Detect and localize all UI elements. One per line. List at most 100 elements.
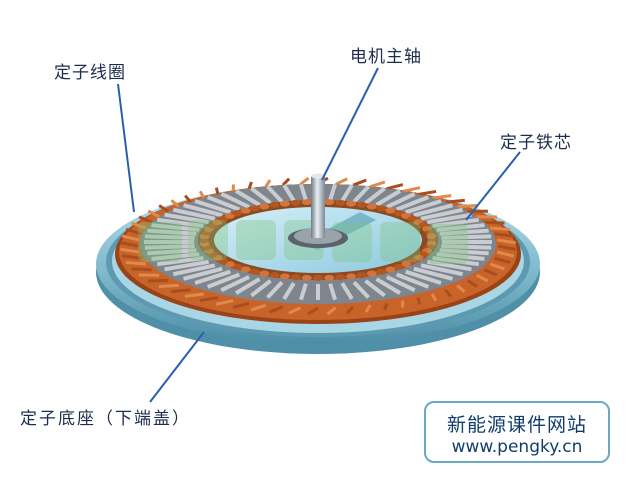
coil-strand <box>430 293 438 302</box>
coil-strand <box>432 194 452 200</box>
inner-coil-turn <box>301 274 312 281</box>
brand-title: 新能源课件网站 <box>446 414 587 436</box>
core-tooth <box>420 263 464 277</box>
inner-coil-turn <box>301 199 312 206</box>
core-tooth <box>282 184 296 202</box>
inner-coil-turn <box>249 205 260 212</box>
core-tooth <box>395 272 430 289</box>
inner-coil-turn <box>313 275 323 281</box>
core-tooth <box>395 195 430 212</box>
core-tooth <box>182 203 223 218</box>
inner-coil-turn <box>290 199 301 206</box>
inner-coil-turn <box>401 261 412 268</box>
inner-coil-turn <box>279 200 290 207</box>
coil-strand <box>416 297 422 305</box>
coil-strand <box>121 254 142 260</box>
coil-strand <box>386 183 404 191</box>
inner-coil-turn <box>232 263 243 270</box>
inner-coil-turn <box>385 207 396 214</box>
coil-strand <box>402 186 421 193</box>
core-tooth <box>266 185 284 204</box>
core-tooth <box>282 282 296 300</box>
core-tooth <box>147 228 197 236</box>
core-tooth <box>375 189 402 207</box>
coil-strand <box>147 209 160 219</box>
stator-coil-label: 定子线圈 <box>54 63 126 83</box>
inner-coil-turn <box>249 268 260 275</box>
core-tooth <box>405 199 442 215</box>
core-tooth <box>375 277 402 295</box>
inner-coil-turn <box>269 201 280 208</box>
stator-core-label: 定子铁芯 <box>500 133 572 153</box>
core-tooth <box>299 283 308 301</box>
coil-strand <box>232 301 250 309</box>
core-tooth <box>364 279 386 298</box>
core-teeth <box>144 183 492 301</box>
coil-strand <box>214 187 220 195</box>
inner-coil-turn <box>240 266 251 273</box>
brand-url: www.pengky.cn <box>451 437 583 457</box>
leader-line-stator-base <box>149 331 205 403</box>
core-tooth <box>432 256 480 267</box>
coil-strand <box>121 234 140 242</box>
stator-base-label: 定子底座（下端盖） <box>20 409 191 429</box>
coil-strand <box>288 306 302 315</box>
core-tooth <box>206 272 241 289</box>
inner-coil-turn <box>335 199 346 206</box>
inner-coil-turn <box>356 201 367 208</box>
coil-strand <box>158 283 179 288</box>
core-tooth <box>234 189 261 207</box>
coil-strand <box>131 267 152 272</box>
inner-coil-turn <box>356 272 367 279</box>
core-tooth <box>340 184 354 202</box>
core-tooth <box>427 212 472 225</box>
core-tooth <box>436 252 485 261</box>
coil-strand <box>490 226 511 232</box>
coil-strand <box>131 221 147 230</box>
coil-strand <box>198 190 206 199</box>
coil-strand <box>489 262 505 271</box>
coil-strand <box>497 244 517 251</box>
core-tooth <box>234 277 261 295</box>
core-tooth <box>439 228 489 236</box>
coil-strand <box>345 305 355 315</box>
coil-strand <box>457 204 478 209</box>
core-tooth <box>413 203 454 218</box>
leader-line-stator-core <box>465 151 521 221</box>
coil-strand <box>307 306 319 316</box>
coil-strand <box>299 176 310 186</box>
coil-strand <box>170 199 180 208</box>
inner-coil-turn <box>240 207 251 214</box>
coil-strand <box>496 238 516 245</box>
core-tooth <box>386 275 416 293</box>
coil-strand <box>484 220 505 225</box>
core-tooth <box>340 282 354 300</box>
coil-windings <box>119 176 517 316</box>
core-tooth <box>441 244 492 250</box>
coil-strand <box>483 268 498 277</box>
core-tooth <box>164 212 209 225</box>
core-tooth <box>328 183 337 201</box>
coil-strand <box>334 177 348 186</box>
coil-strand <box>383 302 389 311</box>
core-tooth <box>413 266 454 281</box>
coil-strand <box>184 194 192 204</box>
coil-strand <box>215 299 234 306</box>
coil-strand <box>247 181 253 190</box>
coil-strand <box>445 198 465 204</box>
coil-strand <box>138 215 153 224</box>
coil-strand <box>158 204 170 213</box>
inner-coil-turn <box>376 268 387 275</box>
coil-strand <box>444 288 452 298</box>
inner-coil-turn <box>259 203 270 210</box>
coil-strand <box>496 250 515 258</box>
core-tooth <box>151 223 200 232</box>
inner-coil-turn <box>393 210 404 217</box>
core-tooth <box>182 266 223 281</box>
coil-strand <box>199 296 219 303</box>
brand-box: 新能源课件网站 www.pengky.cn <box>424 401 610 463</box>
core-tooth <box>220 275 250 293</box>
core-tooth <box>172 207 216 221</box>
core-tooth <box>194 199 231 215</box>
